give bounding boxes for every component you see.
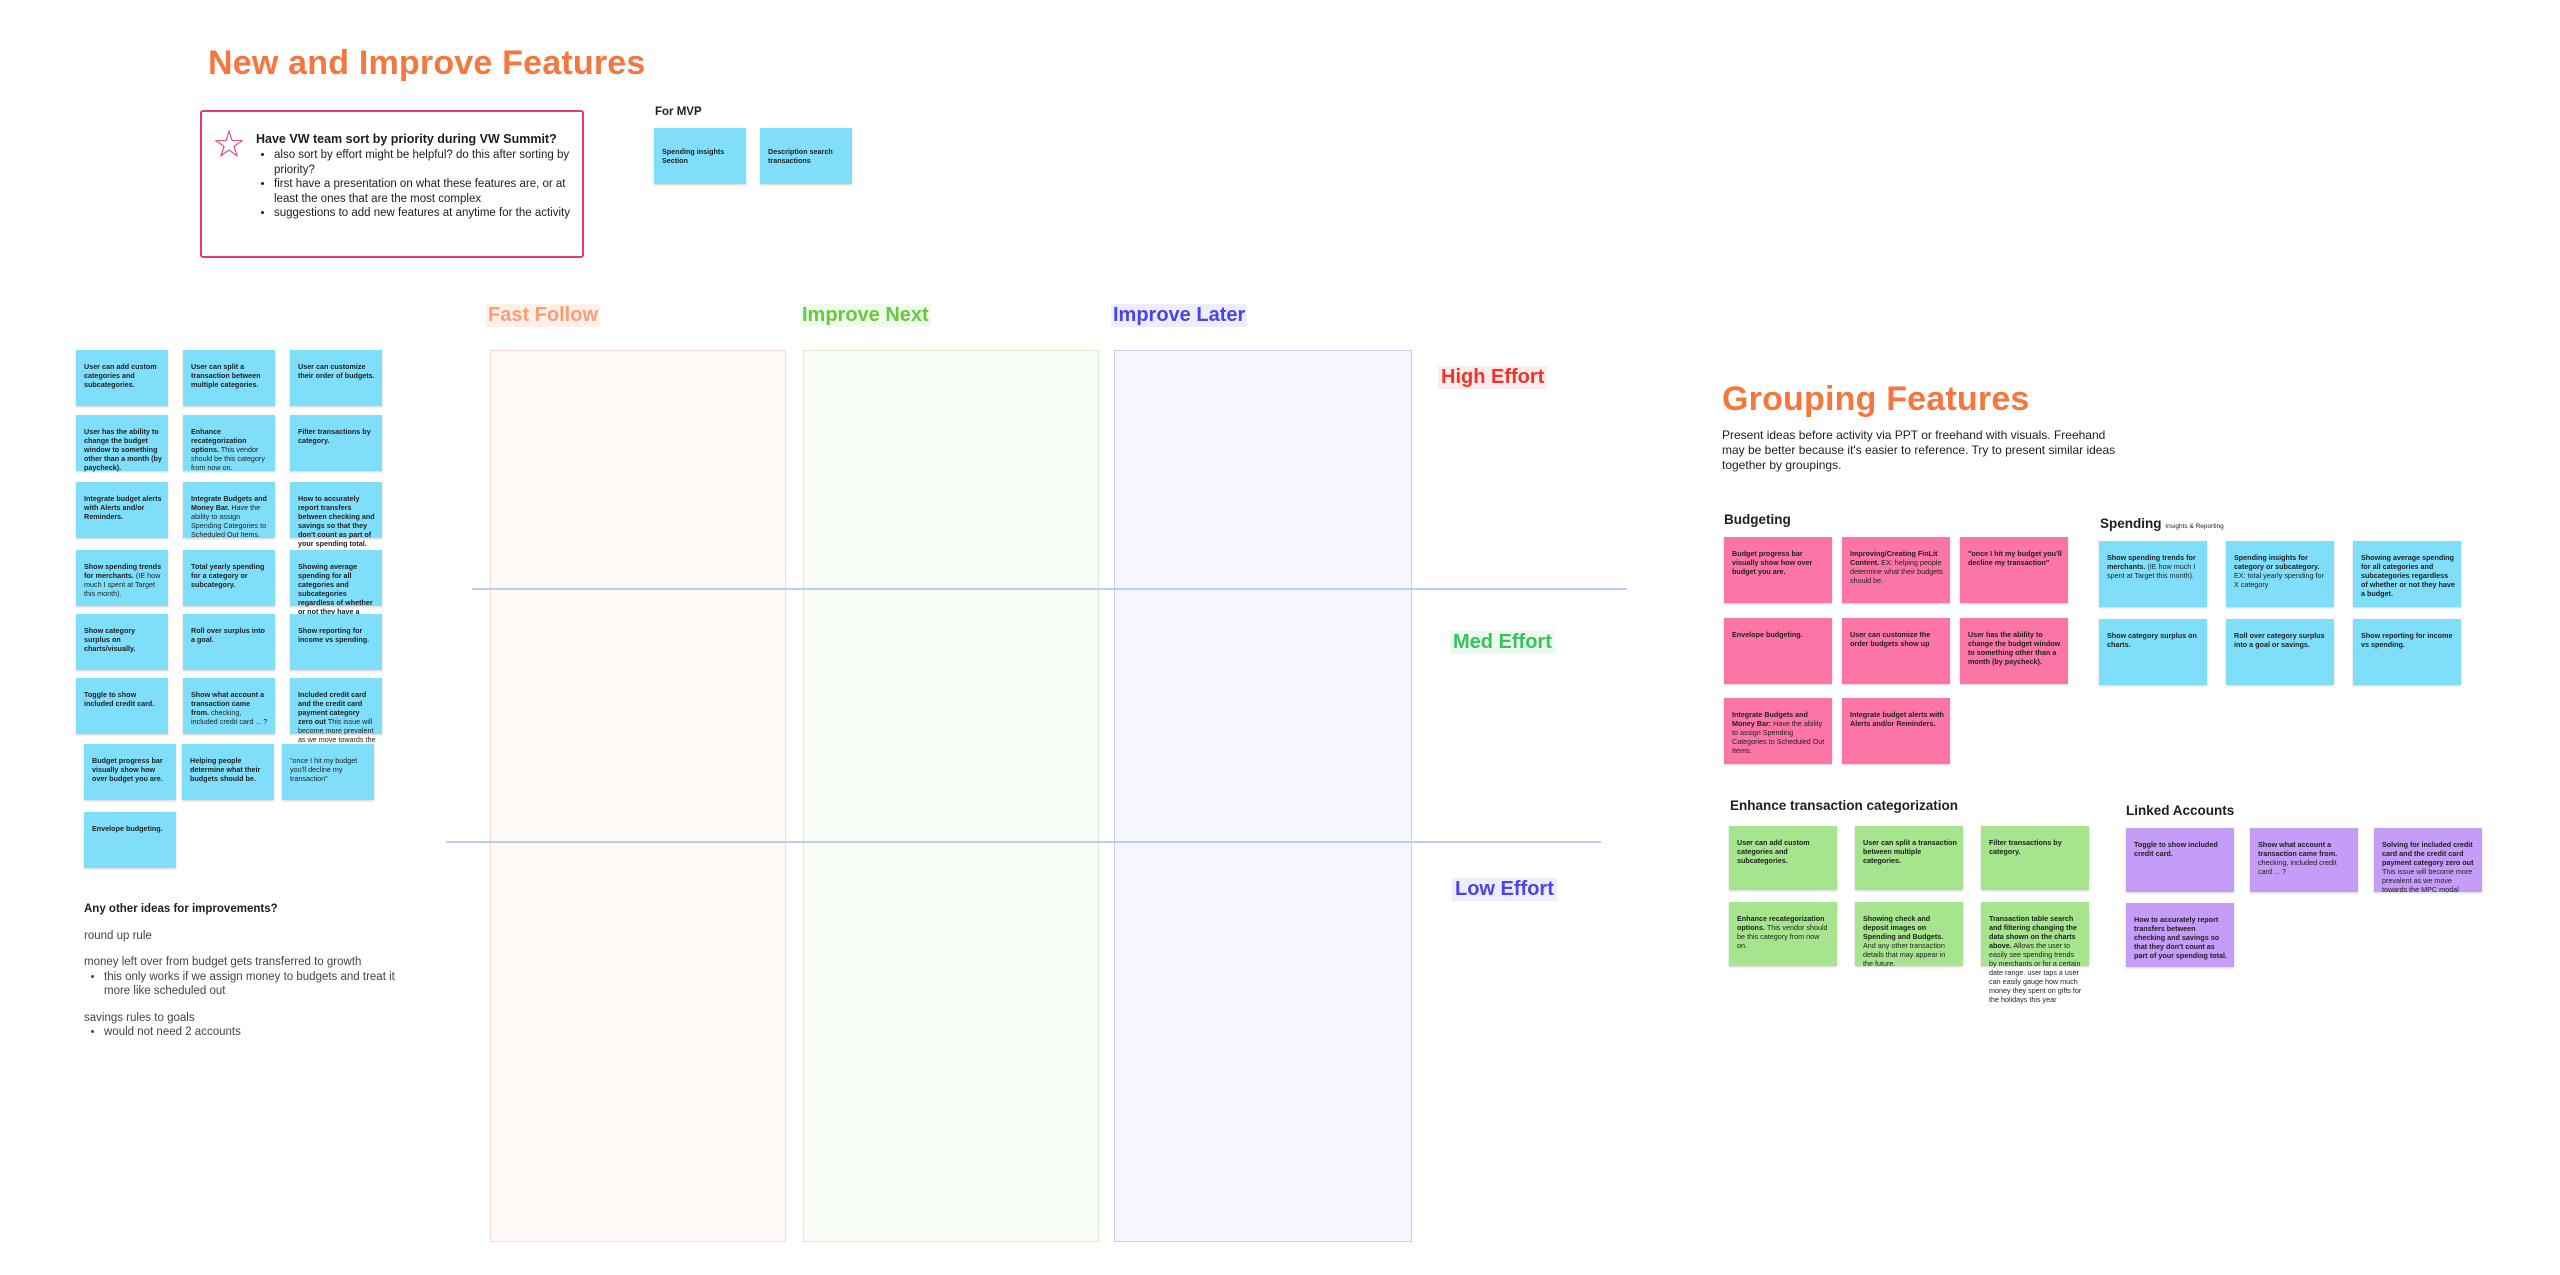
sticky-note[interactable]: User can customize the order budgets sho… bbox=[1842, 618, 1950, 684]
sticky-note[interactable]: Enhance recategorization options. This v… bbox=[183, 415, 275, 472]
sticky-note[interactable]: Envelope budgeting. bbox=[84, 812, 176, 868]
sticky-note[interactable]: Included credit card and the credit card… bbox=[290, 678, 382, 753]
sticky-note[interactable]: Filter transactions by category. bbox=[1981, 826, 2089, 890]
sticky-note[interactable]: Toggle to show included credit card. bbox=[2126, 828, 2234, 892]
sticky-note[interactable]: Show what account a transaction came fro… bbox=[183, 678, 275, 734]
column-improve-next: Improve Next bbox=[800, 304, 931, 327]
sticky-note[interactable]: Showing check and deposit images on Spen… bbox=[1855, 902, 1963, 968]
sticky-note[interactable]: "once I hit my budget you'll decline my … bbox=[1960, 537, 2068, 603]
sticky-note[interactable]: Show category surplus on charts/visually… bbox=[76, 614, 168, 670]
sticky-note[interactable]: User can add custom categories and subca… bbox=[76, 350, 168, 406]
group-label-spending: Spending Insights & Reporting bbox=[2100, 516, 2224, 531]
sticky-note[interactable]: Improving/Creating FinLit Content. EX: h… bbox=[1842, 537, 1950, 603]
idea-item: savings rules to goals bbox=[84, 1011, 195, 1024]
improve-next-dropzone[interactable] bbox=[803, 350, 1099, 1242]
idea-subbullet: this only works if we assign money to bu… bbox=[104, 970, 414, 999]
effort-divider bbox=[472, 588, 1627, 590]
sticky-note[interactable]: User can split a transaction between mul… bbox=[1855, 826, 1963, 890]
sticky-note[interactable]: User has the ability to change the budge… bbox=[1960, 618, 2068, 684]
sticky-note[interactable]: Integrate budget alerts with Alerts and/… bbox=[76, 482, 168, 538]
group-label-linked-accounts: Linked Accounts bbox=[2126, 803, 2235, 818]
grouping-description: Present ideas before activity via PPT or… bbox=[1722, 428, 2116, 472]
group-label-budgeting: Budgeting bbox=[1724, 512, 1791, 527]
sticky-note[interactable]: Budget progress bar visually show how ov… bbox=[84, 744, 176, 800]
effort-high: High Effort bbox=[1438, 366, 1548, 389]
column-fast-follow: Fast Follow bbox=[486, 304, 600, 327]
fast-follow-dropzone[interactable] bbox=[490, 350, 786, 1242]
sticky-note[interactable]: Transaction table search and filtering c… bbox=[1981, 902, 2089, 1004]
effort-med: Med Effort bbox=[1450, 631, 1555, 654]
sticky-note[interactable]: Show reporting for income vs spending. bbox=[2353, 619, 2461, 685]
sticky-note[interactable]: User can customize their order of budget… bbox=[290, 350, 382, 406]
effort-low: Low Effort bbox=[1452, 878, 1557, 901]
sticky-note[interactable]: Helping people determine what their budg… bbox=[182, 744, 274, 800]
sticky-note[interactable]: Budget progress bar visually show how ov… bbox=[1724, 537, 1832, 603]
sticky-note[interactable]: Integrate Budgets and Money Bar: Have th… bbox=[1724, 698, 1832, 764]
sticky-note[interactable]: Toggle to show included credit card. bbox=[76, 678, 168, 734]
sticky-note[interactable]: Roll over surplus into a goal. bbox=[183, 614, 275, 670]
idea-item: money left over from budget gets transfe… bbox=[84, 956, 362, 968]
page-title: New and Improve Features bbox=[208, 44, 646, 82]
sticky-note[interactable]: Roll over category surplus into a goal o… bbox=[2226, 619, 2334, 685]
mvp-label: For MVP bbox=[655, 106, 702, 118]
sticky-note[interactable]: How to accurately report transfers betwe… bbox=[290, 482, 382, 548]
sticky-note[interactable]: Spending insights for category or subcat… bbox=[2226, 541, 2334, 607]
callout-bullet: first have a presentation on what these … bbox=[274, 177, 576, 206]
sticky-note[interactable]: Spending insights Section bbox=[654, 128, 746, 184]
sticky-note[interactable]: Show category surplus on charts. bbox=[2099, 619, 2207, 685]
sticky-note[interactable]: Integrate Budgets and Money Bar. Have th… bbox=[183, 482, 275, 539]
sticky-note[interactable]: User can add custom categories and subca… bbox=[1729, 826, 1837, 890]
sticky-note[interactable]: Enhance recategorization options. This v… bbox=[1729, 902, 1837, 966]
idea-item: round up rule bbox=[84, 929, 152, 942]
sticky-note[interactable]: Description search transactions bbox=[760, 128, 852, 184]
sticky-note[interactable]: Filter transactions by category. bbox=[290, 415, 382, 471]
sticky-note[interactable]: User has the ability to change the budge… bbox=[76, 415, 168, 472]
callout-question: Have VW team sort by priority during VW … bbox=[256, 132, 557, 146]
column-improve-later: Improve Later bbox=[1111, 304, 1248, 327]
sticky-note[interactable]: Total yearly spending for a category or … bbox=[183, 550, 275, 606]
effort-divider bbox=[446, 841, 1601, 843]
sticky-note[interactable]: User can split a transaction between mul… bbox=[183, 350, 275, 406]
sticky-note[interactable]: Show what account a transaction came fro… bbox=[2250, 828, 2358, 892]
grouping-title: Grouping Features bbox=[1722, 380, 2030, 418]
sticky-note[interactable]: Integrate budget alerts with Alerts and/… bbox=[1842, 698, 1950, 764]
sticky-note[interactable]: "once I hit my budget you'll decline my … bbox=[282, 744, 374, 800]
callout-bullet: suggestions to add new features at anyti… bbox=[274, 206, 576, 221]
star-icon: ☆ bbox=[212, 124, 247, 166]
priority-callout[interactable]: ☆ Have VW team sort by priority during V… bbox=[200, 110, 584, 258]
sticky-note[interactable]: Show reporting for income vs spending. bbox=[290, 614, 382, 670]
improve-later-dropzone[interactable] bbox=[1114, 350, 1412, 1242]
sticky-note[interactable]: Show spending trends for merchants. (IE … bbox=[2099, 541, 2207, 607]
sticky-note[interactable]: Envelope budgeting. bbox=[1724, 618, 1832, 684]
callout-bullet: also sort by effort might be helpful? do… bbox=[274, 148, 576, 177]
ideas-title: Any other ideas for improvements? bbox=[84, 903, 278, 915]
idea-subbullet: would not need 2 accounts bbox=[104, 1025, 414, 1040]
sticky-note[interactable]: How to accurately report transfers betwe… bbox=[2126, 903, 2234, 967]
sticky-note[interactable]: Showing average spending for all categor… bbox=[2353, 541, 2461, 607]
sticky-note[interactable]: Show spending trends for merchants. (IE … bbox=[76, 550, 168, 606]
sticky-note[interactable]: Showing average spending for all categor… bbox=[290, 550, 382, 625]
ideas-section: Any other ideas for improvements? round … bbox=[84, 902, 414, 1040]
sticky-note[interactable]: Solving for included credit card and the… bbox=[2374, 828, 2482, 894]
group-label-categorization: Enhance transaction categorization bbox=[1730, 798, 1959, 813]
